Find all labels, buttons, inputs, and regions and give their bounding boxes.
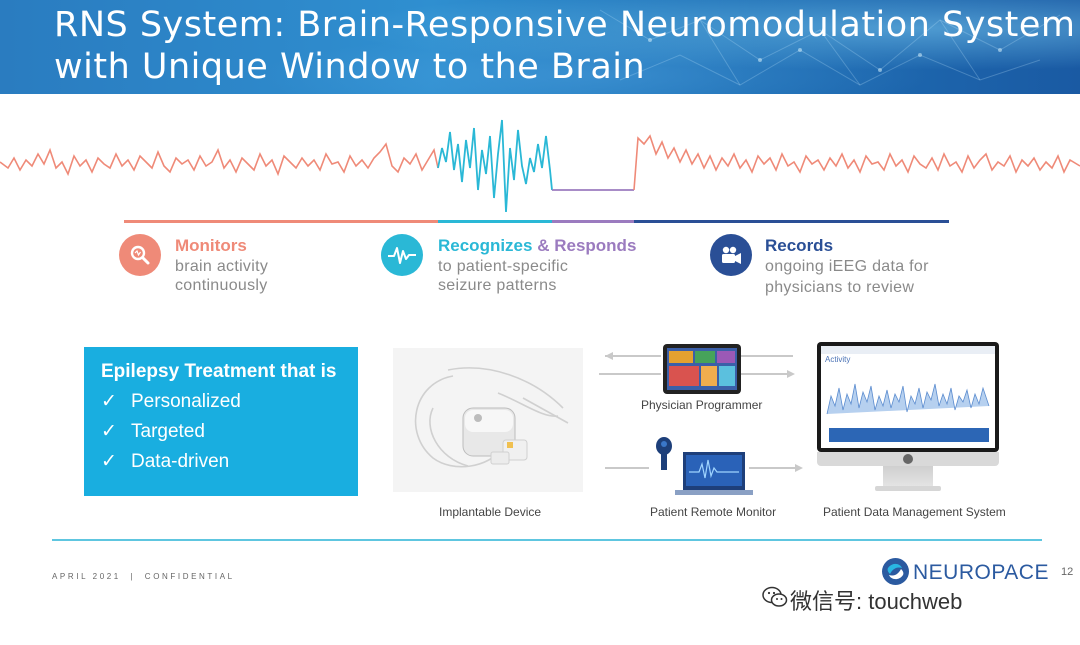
responds-underline xyxy=(552,220,634,223)
records-title: Records xyxy=(765,236,834,255)
treatment-box: Epilepsy Treatment that is ✓ Personalized… xyxy=(84,347,358,496)
patient-data-management-image: Activity xyxy=(817,342,999,494)
banner-network-pattern xyxy=(599,9,1061,86)
programmer-arrows xyxy=(599,352,795,378)
page-number: 12 xyxy=(1061,566,1074,578)
caption-implantable-device: Implantable Device xyxy=(439,505,542,519)
caption-physician-programmer: Physician Programmer xyxy=(641,398,763,412)
treatment-item-label: Targeted xyxy=(131,421,205,442)
treatment-item-label: Personalized xyxy=(131,391,241,412)
watermark-text: 微信号: touchweb xyxy=(790,589,963,614)
recognizes-word: Recognizes xyxy=(438,236,533,255)
activity-label: Activity xyxy=(825,355,851,364)
responds-word: Responds xyxy=(554,236,637,255)
title-line-2: with Unique Window to the Brain xyxy=(54,47,646,87)
magnifier-icon xyxy=(119,234,161,276)
ampersand: & xyxy=(532,236,555,255)
seizure-waveform xyxy=(437,119,553,213)
recording-waveform xyxy=(633,134,1080,191)
monitors-desc-1: brain activity xyxy=(175,258,269,275)
neuropace-logo-icon xyxy=(882,558,909,585)
title-line-1: RNS System: Brain-Responsive Neuromodula… xyxy=(54,5,1076,45)
check-icon: ✓ xyxy=(101,391,117,412)
eeg-wave-icon xyxy=(381,234,423,276)
recognizes-underline xyxy=(438,220,552,223)
caption-patient-data-management: Patient Data Management System xyxy=(823,505,1006,519)
recognizes-desc-2: seizure patterns xyxy=(438,277,557,294)
treatment-item-label: Data-driven xyxy=(131,451,230,472)
caption-patient-remote-monitor: Patient Remote Monitor xyxy=(650,505,777,519)
video-camera-icon xyxy=(710,234,752,276)
records-underline xyxy=(634,220,949,223)
check-icon: ✓ xyxy=(101,451,117,472)
records-desc-2: physicians to review xyxy=(765,279,915,296)
footer-rule xyxy=(52,539,1042,541)
implantable-device-image xyxy=(393,348,583,492)
monitors-underline xyxy=(124,220,438,223)
page-title: RNS System: Brain-Responsive Neuromodula… xyxy=(54,4,1076,88)
treatment-item-targeted: ✓ Targeted xyxy=(101,420,205,443)
treatment-item-data-driven: ✓ Data-driven xyxy=(101,450,229,473)
physician-programmer-image xyxy=(663,344,741,394)
monitors-title: Monitors xyxy=(175,236,247,255)
monitors-desc-2: continuously xyxy=(175,277,268,294)
neuropace-logo-text: NEUROPACE xyxy=(913,561,1049,584)
records-desc-1: ongoing iEEG data for xyxy=(765,258,929,275)
wechat-icon xyxy=(762,586,788,608)
check-icon: ✓ xyxy=(101,421,117,442)
footer-date-confidential: APRIL 2021 | CONFIDENTIAL xyxy=(52,572,235,581)
treatment-item-personalized: ✓ Personalized xyxy=(101,390,241,413)
patient-remote-monitor-image xyxy=(605,437,803,495)
recognizes-desc-1: to patient-specific xyxy=(438,258,569,275)
baseline-waveform-left xyxy=(0,142,439,177)
recognizes-responds-title: Recognizes & Responds xyxy=(438,236,636,256)
eeg-waveform xyxy=(0,119,1080,213)
title-banner: RNS System: Brain-Responsive Neuromodula… xyxy=(0,0,1080,94)
treatment-box-title: Epilepsy Treatment that is xyxy=(101,361,337,382)
